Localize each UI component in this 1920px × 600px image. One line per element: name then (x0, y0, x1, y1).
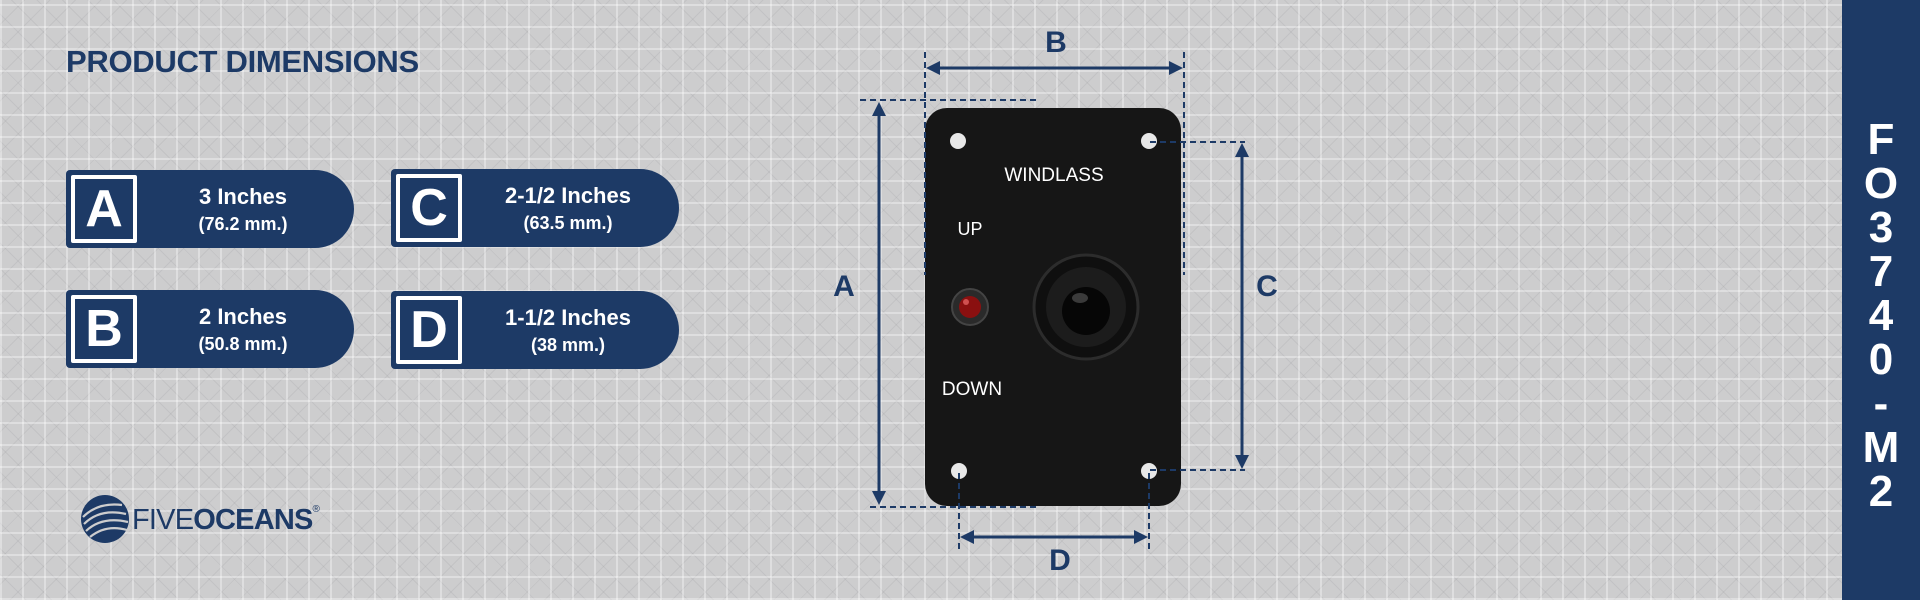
dimension-imperial: 2 Inches (198, 304, 288, 329)
model-number: F O 3 7 4 0 - M 2 (1862, 115, 1900, 516)
dimension-imperial: 1-1/2 Inches (505, 305, 631, 330)
up-label: UP (957, 219, 982, 239)
dimension-metric: (76.2 mm.) (198, 214, 288, 234)
brand-wordmark: FIVEOCEANS® (132, 504, 320, 536)
panel-title: WINDLASS (1004, 165, 1103, 186)
label-a: A (833, 270, 855, 303)
extension-lines (860, 52, 1245, 550)
dimension-card-a: A 3 Inches (76.2 mm.) (66, 170, 354, 248)
dimension-card-b: B 2 Inches (50.8 mm.) (66, 290, 354, 368)
fiveoceans-logo: FIVEOCEANS® (80, 494, 340, 544)
down-label: DOWN (942, 379, 1002, 400)
label-b: B (1045, 30, 1067, 59)
model-sidebar: F O 3 7 4 0 - M 2 (1842, 0, 1920, 600)
dimension-metric: (38 mm.) (530, 335, 606, 355)
dimension-letter: D (410, 301, 448, 359)
dimension-letter: B (85, 300, 123, 358)
dimension-card-d: D 1-1/2 Inches (38 mm.) (391, 291, 679, 369)
screw-hole-icon (1141, 133, 1157, 149)
wave-globe-icon (81, 495, 129, 543)
dimension-arrows (872, 61, 1249, 544)
dimension-metric: (63.5 mm.) (523, 213, 613, 233)
screw-hole-icon (950, 133, 966, 149)
dimension-letter: C (410, 179, 448, 237)
label-c: C (1256, 270, 1278, 303)
dimension-letter: A (85, 180, 123, 238)
dimension-card-c: C 2-1/2 Inches (63.5 mm.) (391, 169, 679, 247)
dimension-drawing: WINDLASS UP DOWN A B (833, 30, 1278, 577)
screw-hole-icon (1141, 463, 1157, 479)
screw-hole-icon (951, 463, 967, 479)
dimension-metric: (50.8 mm.) (198, 334, 288, 354)
page-title: PRODUCT DIMENSIONS (66, 44, 419, 79)
label-d: D (1049, 544, 1071, 577)
dimension-imperial: 3 Inches (198, 184, 288, 209)
dimension-imperial: 2-1/2 Inches (505, 183, 631, 208)
